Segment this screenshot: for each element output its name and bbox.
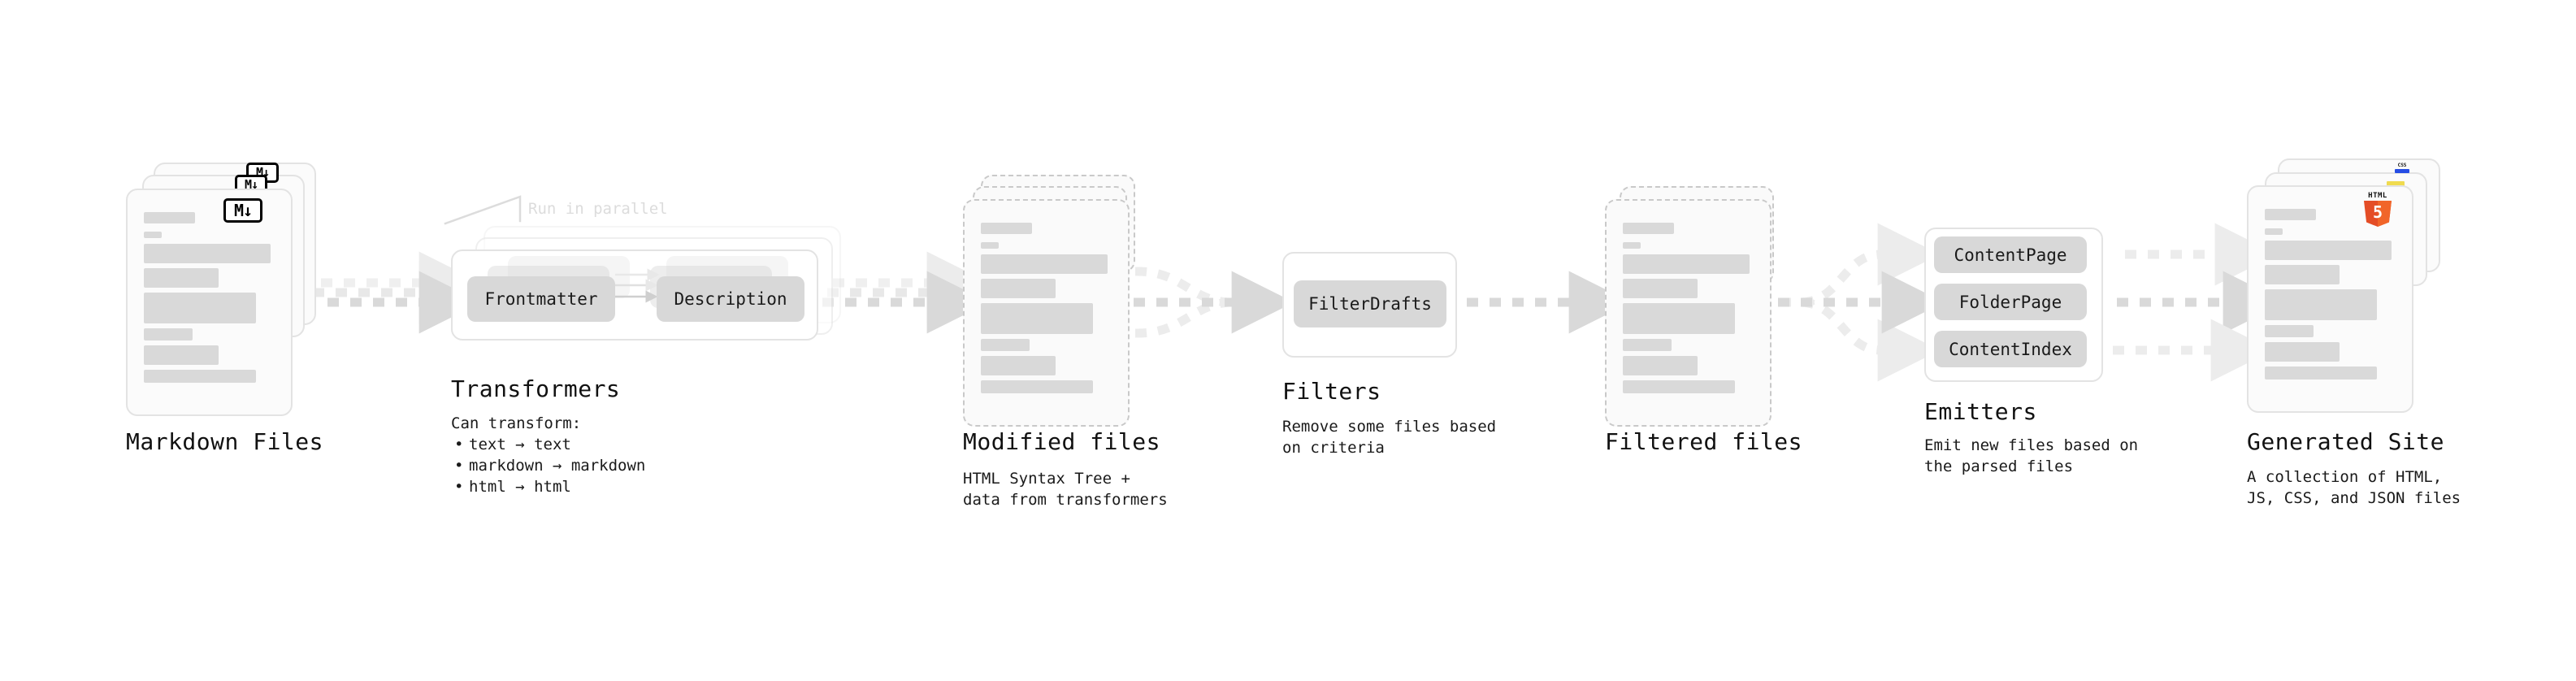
transformers-capability-item: text → text — [454, 434, 645, 455]
transformer-pill-frontmatter-label: Frontmatter — [484, 289, 598, 309]
filters-subtitle: Remove some files based on criteria — [1282, 418, 1497, 457]
skel-bar — [144, 268, 219, 288]
html5-icon-word: HTML — [2368, 192, 2387, 200]
skel-bar — [981, 223, 1032, 234]
modified-doc-front — [963, 199, 1130, 427]
skel-bar — [144, 345, 219, 365]
markdown-badge: M↓ — [223, 198, 262, 223]
skel-bar — [2265, 289, 2377, 320]
skel-bar — [2265, 228, 2283, 235]
filtered-doc-front — [1605, 199, 1772, 427]
modified-files-subtitle: HTML Syntax Tree + data from transformer… — [963, 470, 1168, 509]
skel-bar — [144, 293, 256, 323]
css-icon: CSS — [2395, 163, 2409, 173]
skel-bar — [2265, 367, 2377, 380]
skel-bar — [1623, 242, 1641, 249]
emitter-pill-folderpage[interactable]: FolderPage — [1934, 284, 2087, 320]
html5-icon: HTML 5 — [2364, 193, 2392, 227]
stage-title-markdown-files: Markdown Files — [126, 428, 324, 455]
html5-icon-five: 5 — [2372, 202, 2383, 222]
skel-bar — [2265, 209, 2316, 220]
emitter-pill-contentindex-label: ContentIndex — [1949, 339, 2072, 359]
emitters-subtitle: Emit new files based on the parsed files — [1924, 436, 2139, 475]
stage-title-filters: Filters — [1282, 378, 1381, 405]
transformers-capability-list: text → text markdown → markdown html → h… — [451, 434, 645, 497]
skel-bar — [2265, 325, 2314, 337]
transformer-pill-description-label: Description — [674, 289, 787, 309]
emitter-pill-contentpage-label: ContentPage — [1954, 245, 2067, 265]
skel-bar — [981, 339, 1030, 351]
transformers-capability-item: html → html — [454, 476, 645, 497]
skel-bar — [2265, 241, 2392, 260]
skel-bar — [1623, 356, 1698, 375]
emitter-pill-contentindex[interactable]: ContentIndex — [1934, 331, 2087, 367]
transformer-inner-arrows — [614, 268, 660, 303]
skel-bar — [981, 380, 1093, 393]
skel-bar — [144, 244, 271, 263]
skel-bar — [1623, 380, 1735, 393]
transformers-subtitle: Can transform: — [451, 414, 582, 432]
skel-bar — [981, 303, 1093, 334]
generated-site-stack: CSS HTML 5 — [2247, 158, 2474, 427]
skel-bar — [1623, 303, 1735, 334]
emitter-pill-contentpage[interactable]: ContentPage — [1934, 236, 2087, 273]
filter-pill-filterdrafts[interactable]: FilterDrafts — [1294, 280, 1446, 327]
skel-bar — [981, 242, 999, 249]
stage-title-filtered-files: Filtered files — [1605, 428, 1803, 455]
run-in-parallel-label: Run in parallel — [528, 200, 668, 218]
markdown-files-stack: M↓ M↓ M↓ — [126, 163, 337, 423]
skel-bar — [144, 370, 256, 383]
stage-title-transformers: Transformers — [451, 375, 621, 402]
css-icon-label: CSS — [2397, 163, 2407, 168]
transformer-pill-frontmatter[interactable]: Frontmatter — [467, 276, 615, 322]
html5-icon-shield-inner — [2378, 201, 2392, 227]
skel-bar — [2265, 265, 2340, 284]
stage-title-generated-site: Generated Site — [2247, 428, 2445, 455]
skel-bar — [1623, 339, 1672, 351]
filtered-files-stack — [1605, 175, 1816, 427]
skel-bar — [981, 254, 1108, 274]
skel-bar — [144, 328, 193, 340]
stage-title-modified-files: Modified files — [963, 428, 1161, 455]
skel-bar — [144, 232, 162, 238]
skel-bar — [1623, 254, 1750, 274]
emitter-pill-folderpage-label: FolderPage — [1958, 292, 2062, 312]
arrow-emitters-to-site — [2113, 223, 2286, 382]
skel-bar — [1623, 223, 1674, 234]
generated-site-subtitle: A collection of HTML, JS, CSS, and JSON … — [2247, 468, 2461, 507]
transformer-pill-description[interactable]: Description — [657, 276, 804, 322]
stage-title-emitters: Emitters — [1924, 398, 2037, 425]
skel-bar — [981, 279, 1056, 298]
modified-files-stack — [963, 175, 1174, 427]
run-in-parallel-leader — [444, 195, 522, 225]
transformers-capability-item: markdown → markdown — [454, 455, 645, 476]
skel-bar — [2265, 342, 2340, 362]
markdown-badge-text: M↓ — [233, 201, 253, 220]
skel-bar — [1623, 279, 1698, 298]
skel-bar — [981, 356, 1056, 375]
markdown-badge-ghost-1-text: M↓ — [244, 177, 258, 192]
filter-pill-filterdrafts-label: FilterDrafts — [1308, 294, 1432, 314]
markdown-doc-front — [126, 189, 293, 416]
skel-bar — [144, 212, 195, 223]
